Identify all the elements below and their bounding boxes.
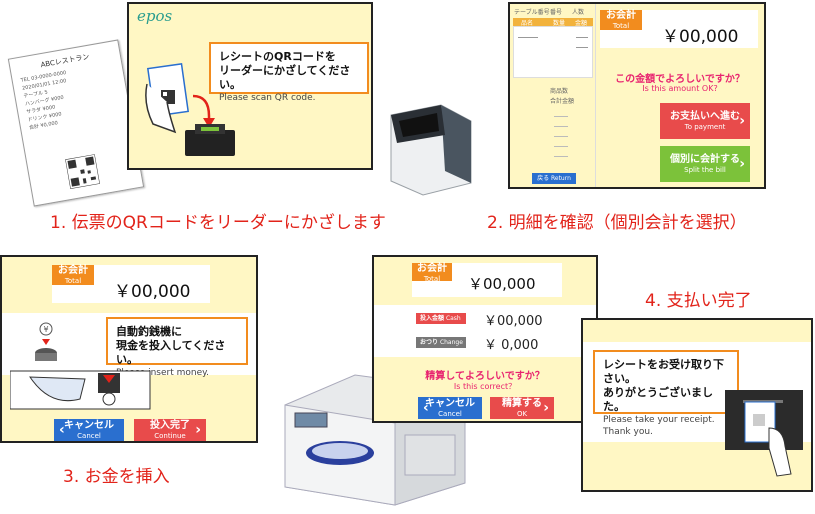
confirm-question-en: Is this amount OK?	[642, 84, 718, 93]
screen-confirm-details: テーブル番号 番号 人数 品名 数量 金額 商品数 合計金額 戻る Return…	[508, 2, 766, 189]
summary-label: 合計金額	[550, 98, 575, 105]
cancel-label: キャンセル	[425, 398, 475, 409]
total-label: お会計	[606, 10, 636, 21]
receipt-subtitle-line2: Thank you.	[603, 427, 653, 437]
list-header: 金額	[575, 20, 588, 27]
cancel-label-en: Cancel	[438, 410, 462, 418]
to-payment-button[interactable]: お支払いへ進む To payment ›	[660, 103, 750, 139]
ok-label-en: OK	[516, 410, 528, 418]
scan-message-box: レシートのQRコードを リーダーにかざしてください。 Please scan Q…	[209, 42, 369, 103]
ok-label: 精算する	[502, 398, 542, 409]
chevron-left-icon: ‹	[59, 422, 65, 438]
total-label-en: Total	[423, 275, 441, 283]
screen-scan-qr: epos レシートのQRコードを リーダーにかざしてください。 Please s…	[127, 2, 373, 170]
list-header: 品名	[521, 20, 534, 27]
step-label-3: 3. お金を挿入	[63, 467, 170, 487]
step-label-2: 2. 明細を確認（個別会計を選択）	[487, 213, 747, 233]
total-amount: ￥00,000	[114, 282, 191, 302]
change-label-badge: おつり Change	[416, 337, 466, 348]
receipt-illustration: ABCレストラン TEL 03-0000-0000 2020/01/01 12:…	[7, 39, 145, 207]
list-header: 数量	[553, 20, 566, 27]
item-list[interactable]	[513, 26, 593, 78]
cancel-button[interactable]: ‹ キャンセル Cancel	[418, 397, 482, 419]
total-label-en: Total	[64, 277, 82, 285]
split-bill-label-en: Split the bill	[684, 166, 726, 174]
continue-label-en: Continue	[154, 432, 186, 440]
screen-take-receipt: レシートをお受け取り下さい。 ありがとうございました。 Please take …	[581, 318, 813, 492]
chevron-right-icon: ›	[195, 422, 201, 438]
table-header: 番号	[550, 9, 563, 16]
change-label-en: Change	[439, 339, 463, 346]
table-header: 人数	[572, 9, 585, 16]
screen-confirm-settlement: お会計 Total ￥00,000 投入金額 Cash ￥00,000 おつり …	[372, 255, 598, 423]
change-amount: ￥ 0,000	[484, 338, 539, 353]
detail-list-panel: テーブル番号 番号 人数 品名 数量 金額 商品数 合計金額 戻る Return	[510, 4, 596, 187]
continue-label: 投入完了	[150, 420, 190, 431]
cash-changer-machine	[284, 374, 466, 506]
cancel-button[interactable]: ‹ キャンセル Cancel	[54, 419, 124, 441]
receipt-message-box: レシートをお受け取り下さい。 ありがとうございました。 Please take …	[593, 350, 739, 437]
scan-title-line2: リーダーにかざしてください。	[219, 64, 351, 91]
svg-text:¥: ¥	[43, 325, 48, 334]
to-payment-label: お支払いへ進む	[670, 111, 740, 122]
receipt-title-line2: ありがとうございました。	[603, 386, 713, 413]
settle-question: 精算してよろしいですか？	[425, 371, 545, 382]
total-bar: お会計 Total ￥00,000	[600, 10, 758, 48]
settle-question-en: Is this correct？	[453, 382, 517, 391]
continue-button[interactable]: 投入完了 Continue ›	[134, 419, 206, 441]
coin-tray-icon	[10, 370, 151, 410]
total-tag: お会計 Total	[600, 10, 642, 30]
return-button[interactable]: 戻る Return	[532, 173, 576, 184]
summary-label: 商品数	[550, 88, 569, 95]
cash-label-en: Cash	[445, 315, 461, 322]
insert-title-line1: 自動釣銭機に	[116, 325, 182, 338]
cash-label: 投入金額	[420, 315, 445, 322]
cancel-label-en: Cancel	[77, 432, 101, 440]
total-label: お会計	[417, 263, 447, 274]
insert-message-box: 自動釣銭機に 現金を投入してください。 Please insert money.	[106, 317, 248, 378]
cash-panel: 投入金額 Cash ￥00,000 おつり Change ￥ 0,000	[374, 305, 596, 357]
scan-title-line1: レシートのQRコードを	[219, 50, 336, 63]
qr-reader-device	[390, 104, 472, 196]
total-amount: ￥00,000	[662, 27, 739, 47]
confirm-question: この金額でよろしいですか？	[615, 74, 745, 85]
table-header: テーブル番号	[514, 9, 550, 16]
chevron-left-icon: ‹	[423, 400, 429, 416]
total-bar: お会計 Total ￥00,000	[52, 265, 210, 303]
step-label-4: 4. 支払い完了	[645, 291, 752, 311]
screen-insert-money: お会計 Total ￥00,000 ¥ 自動釣銭機に 現金を投入してください。 …	[0, 255, 258, 443]
list-header-row: 品名 数量 金額	[513, 18, 593, 27]
split-bill-button[interactable]: 個別に会計する Split the bill ›	[660, 146, 750, 182]
chevron-right-icon: ›	[739, 113, 745, 129]
scan-subtitle: Please scan QR code.	[219, 93, 316, 103]
hand-scanning-icon	[145, 63, 235, 156]
coin-insert-icon: ¥	[35, 322, 57, 361]
cancel-label: キャンセル	[64, 420, 114, 431]
total-bar: お会計 Total ￥00,000	[412, 263, 562, 297]
insert-title-line2: 現金を投入してください。	[116, 339, 226, 366]
take-receipt-icon	[725, 390, 803, 477]
total-tag: お会計 Total	[412, 263, 452, 283]
cash-label-badge: 投入金額 Cash	[416, 313, 466, 324]
total-amount: ￥00,000	[468, 275, 536, 293]
total-tag: お会計 Total	[52, 265, 94, 285]
epos-logo: epos	[137, 7, 173, 25]
receipt-title-line1: レシートをお受け取り下さい。	[603, 358, 724, 385]
change-label: おつり	[420, 339, 439, 346]
ok-button[interactable]: 精算する OK ›	[490, 397, 554, 419]
total-label: お会計	[58, 265, 88, 276]
split-bill-label: 個別に会計する	[670, 154, 740, 165]
to-payment-label-en: To payment	[684, 123, 726, 131]
cash-amount: ￥00,000	[484, 314, 543, 329]
receipt-subtitle-line1: Please take your receipt.	[603, 415, 715, 425]
step-label-1: 1. 伝票のQRコードをリーダーにかざします	[50, 213, 386, 233]
insert-subtitle: Please insert money.	[116, 368, 210, 378]
chevron-right-icon: ›	[739, 156, 745, 172]
chevron-right-icon: ›	[543, 400, 549, 416]
receipt-qr-code-icon	[65, 154, 100, 189]
total-label-en: Total	[612, 22, 630, 30]
